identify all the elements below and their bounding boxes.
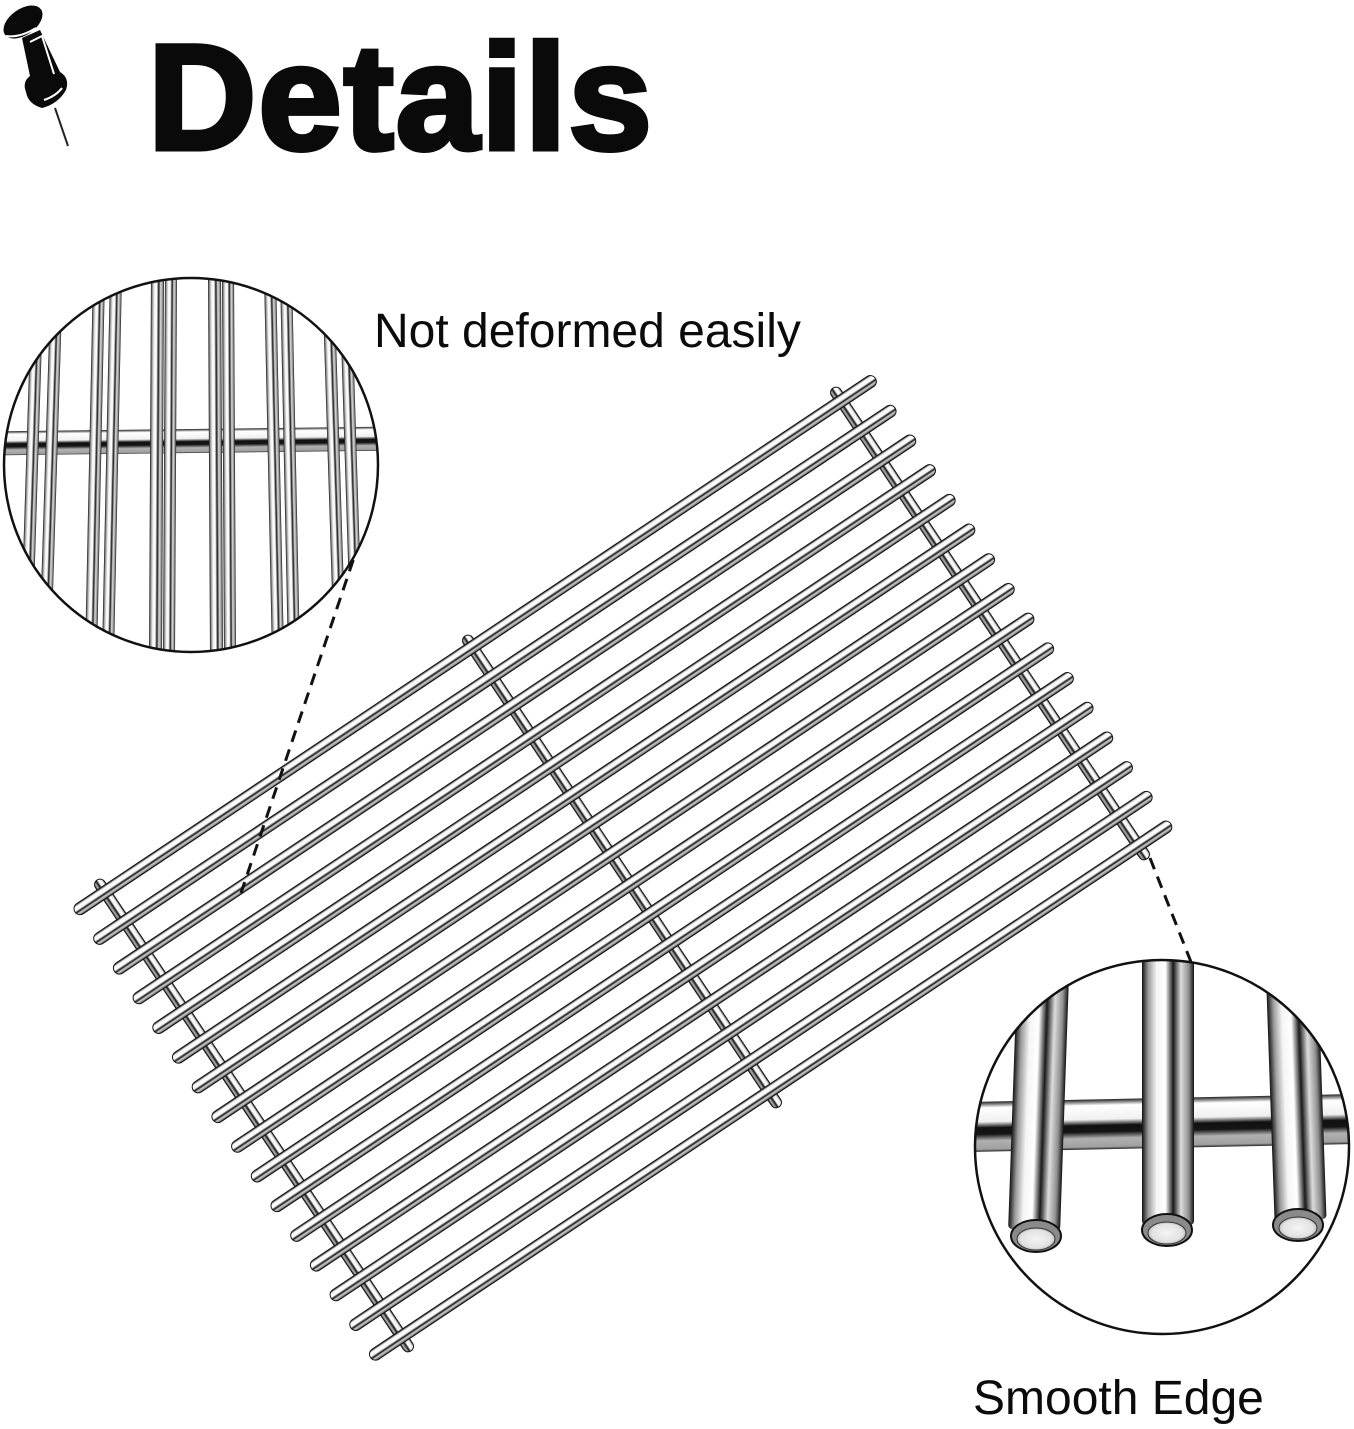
magnifier-left — [2, 276, 380, 654]
rod-end-2 — [1141, 960, 1194, 1247]
rod-end-3 — [1265, 960, 1327, 1242]
caption-smooth-edge: Smooth Edge — [973, 1372, 1264, 1425]
leader-line-right — [1148, 857, 1193, 963]
leader-line-left — [239, 521, 368, 894]
header: Details — [0, 0, 720, 181]
magnifier-right — [973, 958, 1351, 1336]
page-title: Details — [146, 13, 655, 181]
caption-not-deformed: Not deformed easily — [374, 305, 801, 358]
rod-end-1 — [1008, 960, 1070, 1253]
pushpin-icon — [3, 5, 69, 147]
